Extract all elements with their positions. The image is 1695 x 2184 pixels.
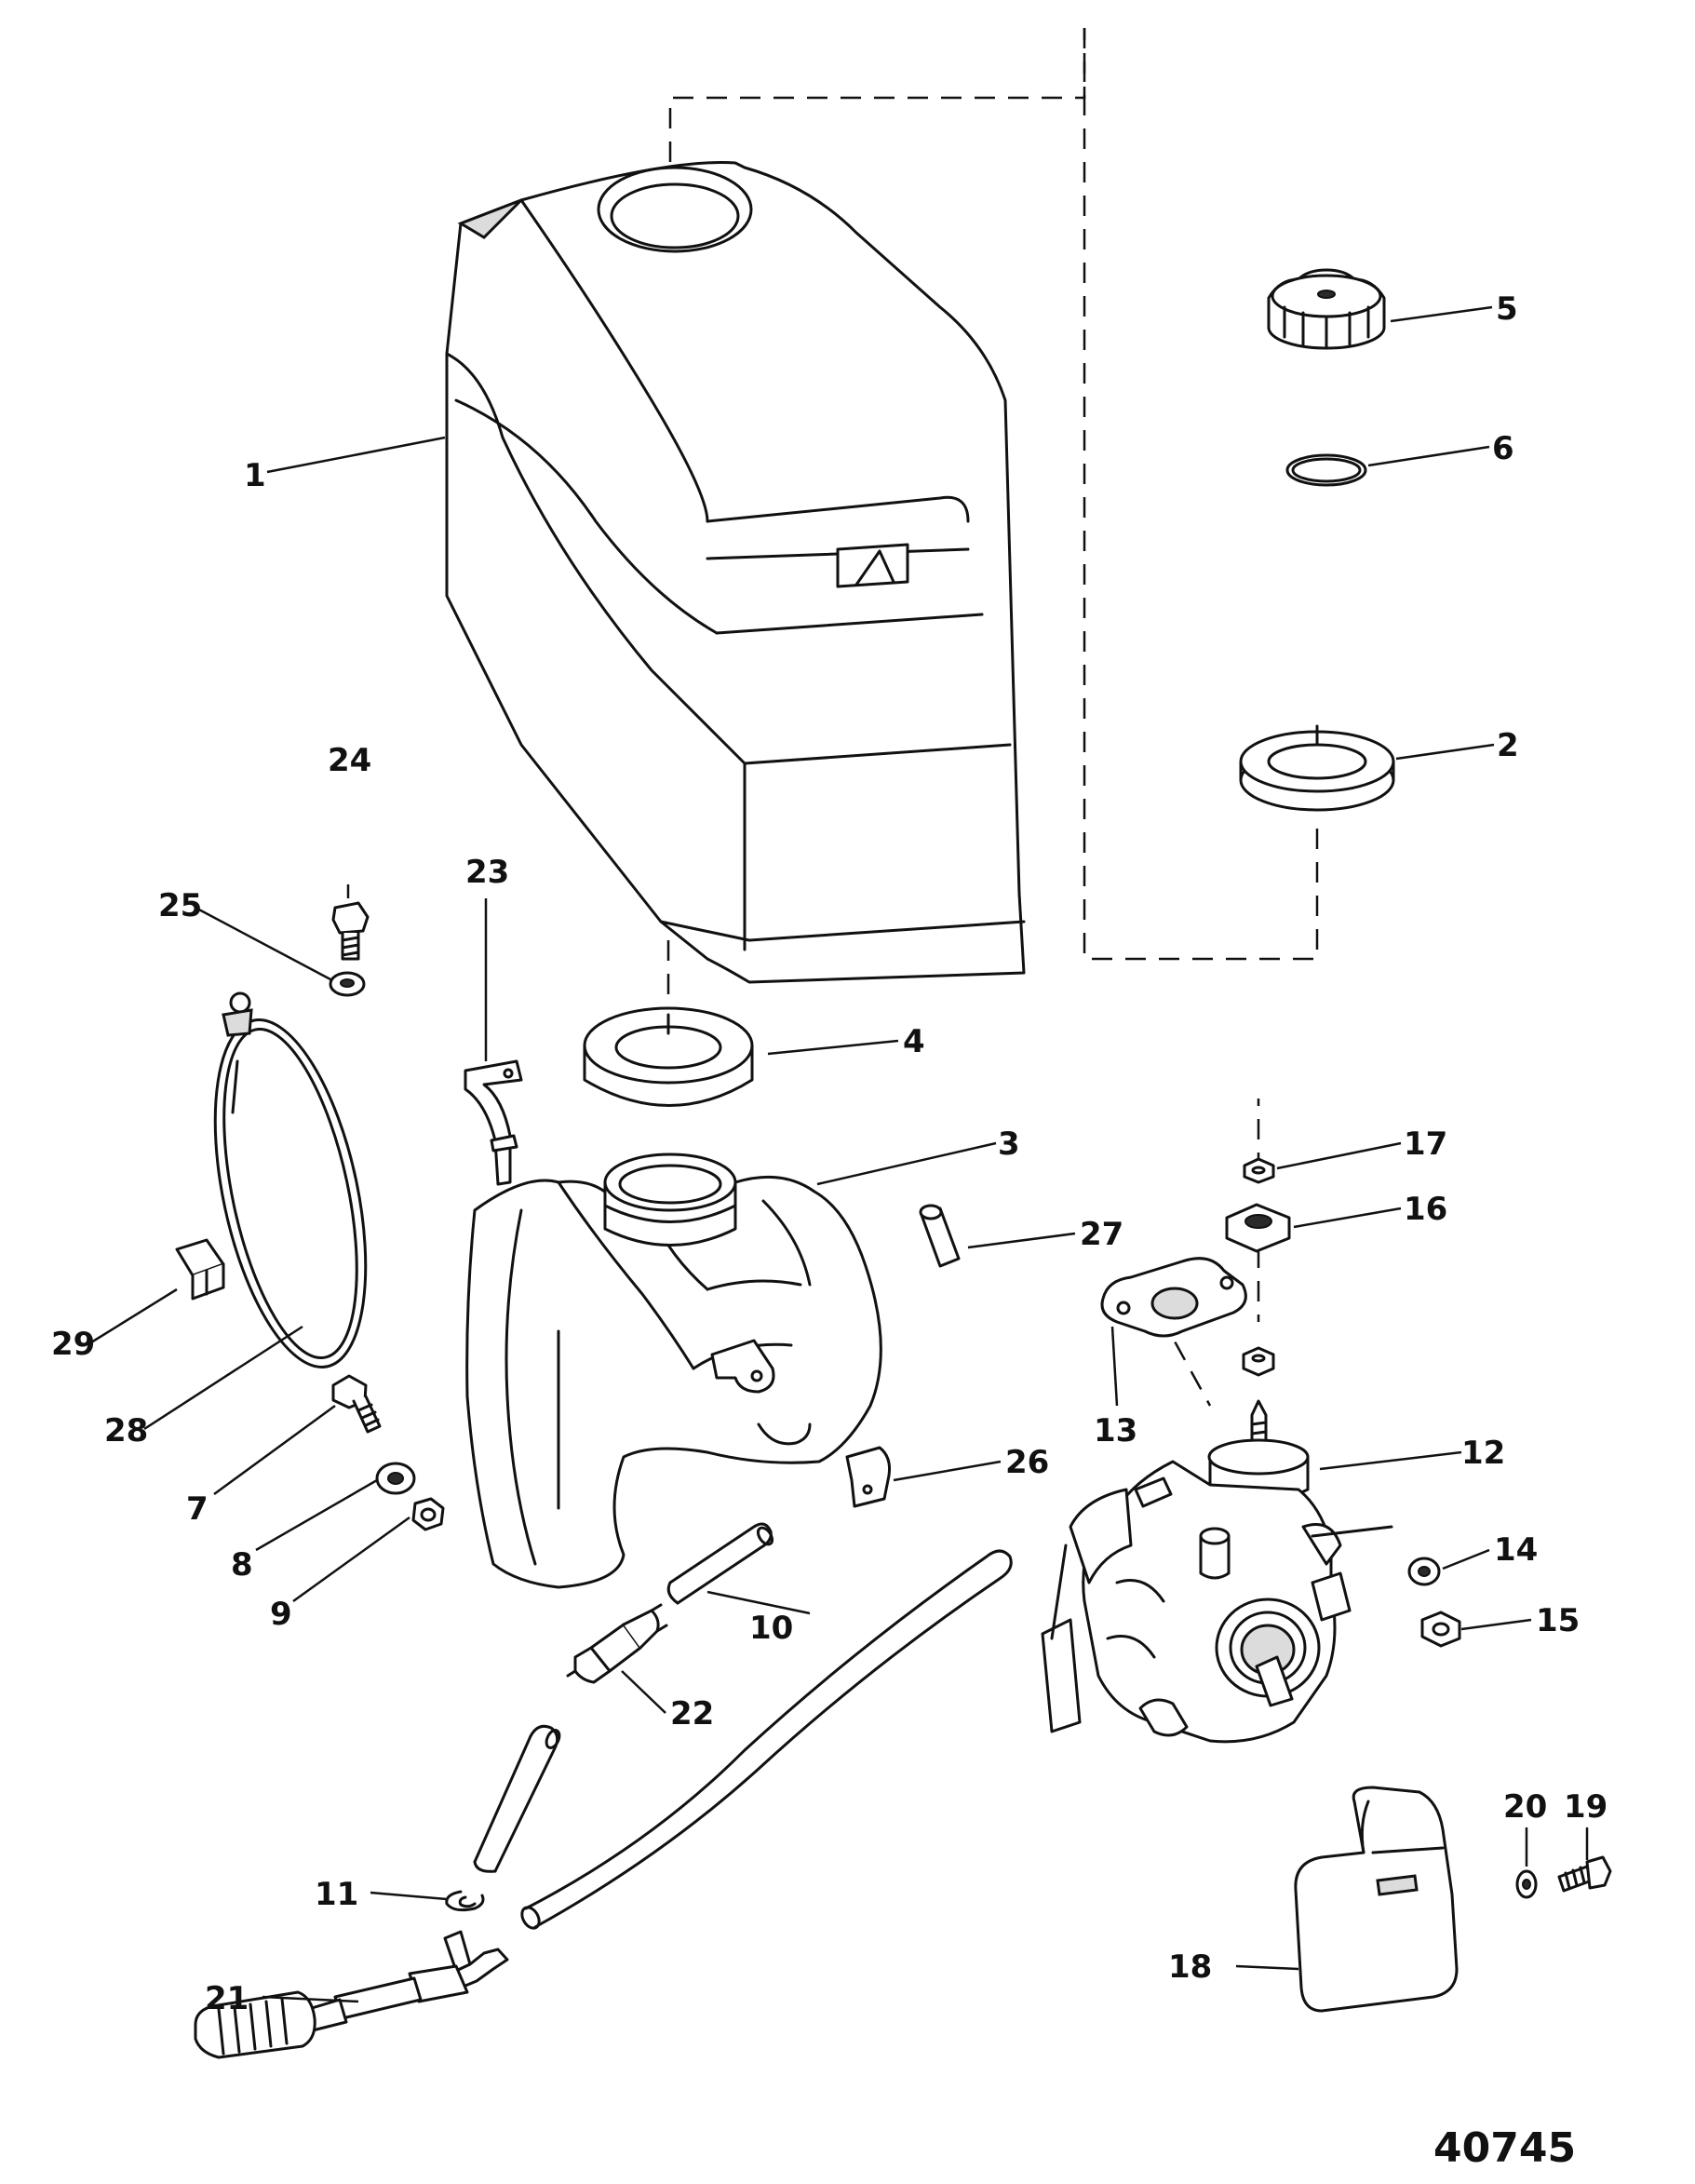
callout-28: 28 [104, 1412, 148, 1449]
carburetor-part [1041, 1399, 1393, 1744]
callout-20: 20 [1503, 1788, 1547, 1826]
top-cowl-part [445, 161, 1026, 984]
callout-14: 14 [1494, 1531, 1538, 1569]
leader-lines [90, 305, 1589, 2003]
screw-19-part [1557, 1855, 1612, 1893]
fuel-line-part [473, 1522, 1013, 1930]
callout-22: 22 [670, 1695, 714, 1732]
screw-24-part [331, 901, 370, 961]
fuel-tank-part [465, 1153, 882, 1589]
callout-13: 13 [1094, 1412, 1137, 1449]
tank-strap-part [213, 991, 368, 1368]
grommet-upper-part [1239, 724, 1395, 812]
nut-15-part [1420, 1611, 1461, 1648]
spacer-27-part [919, 1204, 961, 1268]
clamp-11-part [445, 1890, 485, 1912]
callout-29: 29 [51, 1326, 95, 1363]
bolt-7-part [331, 1374, 382, 1434]
callout-18: 18 [1168, 1948, 1212, 1986]
figure-number: 40745 [1433, 2124, 1576, 2172]
washer-8-part [375, 1462, 416, 1495]
callout-1: 1 [244, 457, 266, 494]
o-ring-part [1285, 453, 1367, 487]
nut-16-part [1225, 1203, 1291, 1253]
callout-11: 11 [315, 1876, 358, 1913]
callout-labels: 1 2 3 4 5 6 7 8 9 10 11 12 13 14 15 16 1… [51, 290, 1608, 2017]
callout-23: 23 [465, 854, 509, 891]
callout-6: 6 [1492, 430, 1514, 467]
washer-20-part [1515, 1869, 1538, 1899]
callout-25: 25 [158, 887, 202, 924]
washer-14-part [1407, 1557, 1441, 1586]
callout-9: 9 [270, 1596, 292, 1633]
cover-18-part [1294, 1786, 1459, 2013]
gasket-13-part [1100, 1257, 1247, 1338]
callout-26: 26 [1005, 1444, 1049, 1481]
callout-21: 21 [205, 1980, 249, 2017]
callout-15: 15 [1536, 1602, 1580, 1639]
fuel-filter-part [566, 1603, 668, 1684]
callout-5: 5 [1496, 290, 1518, 328]
fuel-cap-part [1267, 268, 1386, 350]
callout-7: 7 [186, 1490, 209, 1528]
callout-19: 19 [1564, 1788, 1608, 1826]
nut-17-part [1243, 1157, 1275, 1184]
callout-8: 8 [231, 1546, 253, 1584]
bracket-23-part [464, 1059, 523, 1186]
clip-26-part [845, 1446, 891, 1508]
callout-3: 3 [998, 1126, 1020, 1163]
callout-2: 2 [1497, 727, 1519, 764]
callout-17: 17 [1404, 1126, 1447, 1163]
callout-4: 4 [903, 1023, 925, 1060]
fuel-valve-part [194, 1930, 509, 2059]
clip-29-part [175, 1238, 225, 1301]
callout-24: 24 [328, 742, 371, 779]
nut-small-part [1242, 1346, 1275, 1377]
washer-25-part [329, 971, 366, 997]
callout-27: 27 [1080, 1216, 1123, 1253]
callout-12: 12 [1461, 1435, 1505, 1472]
callout-10: 10 [749, 1610, 793, 1647]
grommet-lower-part [583, 1006, 754, 1107]
nut-9-part [411, 1497, 445, 1531]
callout-16: 16 [1404, 1191, 1447, 1228]
